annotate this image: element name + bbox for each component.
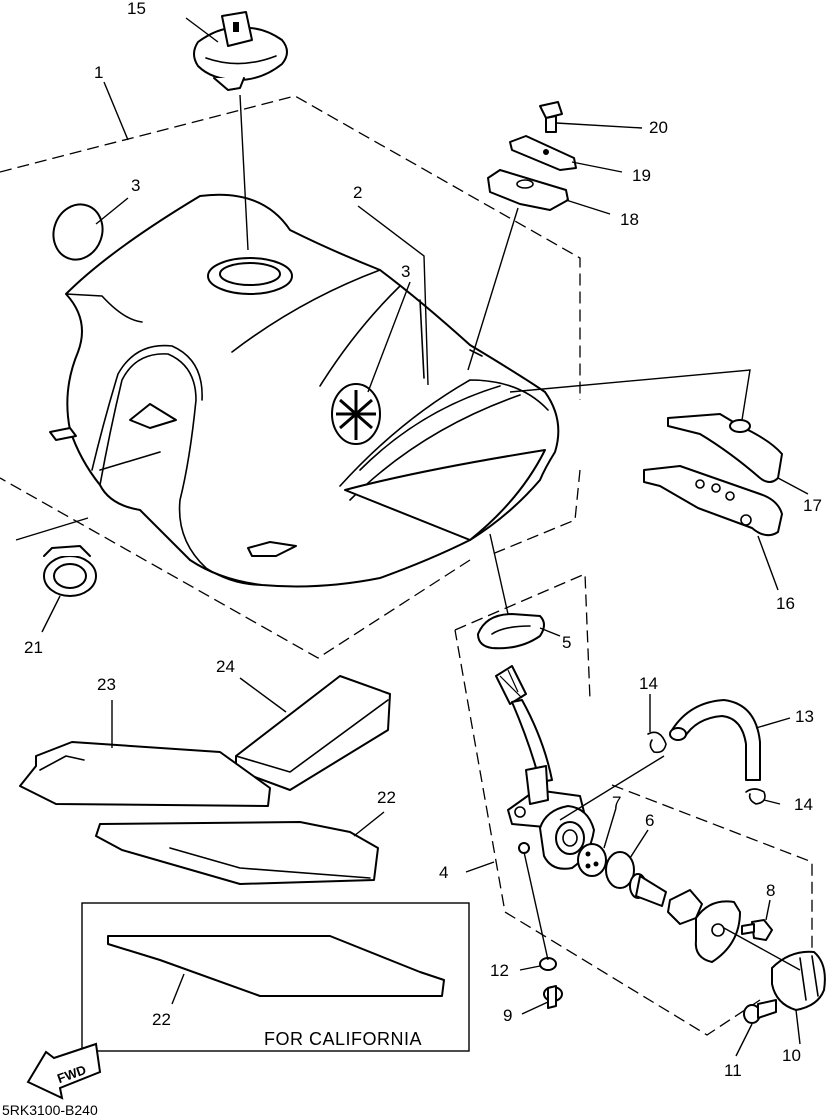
tank-assembly-boundary bbox=[0, 95, 581, 659]
forward-arrow-icon: FWD bbox=[26, 1042, 102, 1100]
california-inset-box bbox=[81, 902, 470, 1052]
fuel-hose-part bbox=[671, 699, 761, 781]
callout-10: 10 bbox=[782, 1046, 801, 1065]
fuel-cock-gasket-part bbox=[477, 613, 545, 650]
california-caption: FOR CALIFORNIA bbox=[264, 1029, 422, 1049]
packing-part bbox=[577, 843, 607, 877]
lever-knob-part bbox=[771, 950, 826, 1011]
lever-shaft-part bbox=[629, 873, 703, 925]
callout-19: 19 bbox=[632, 166, 651, 185]
emblem-part-loose bbox=[52, 203, 104, 261]
callout-11: 11 bbox=[724, 1061, 742, 1080]
mount-bracket-part bbox=[643, 465, 783, 537]
drawing-code: 5RK3100-B240 bbox=[2, 1102, 98, 1118]
callout-20: 20 bbox=[649, 118, 668, 137]
seal-damper-part-california bbox=[107, 935, 445, 997]
callout-14-upper: 14 bbox=[639, 674, 658, 693]
seal-damper-part bbox=[95, 821, 379, 885]
fuel-cock-assembly-boundary bbox=[454, 573, 813, 1036]
fuel-cap-part bbox=[193, 11, 288, 91]
knob-screw-part bbox=[743, 999, 777, 1024]
hose-clip-part-b bbox=[745, 788, 766, 805]
callout-5: 5 bbox=[562, 633, 571, 652]
fuel-tank-part bbox=[49, 193, 560, 588]
callout-21: 21 bbox=[24, 638, 43, 657]
callout-3-loose: 3 bbox=[131, 176, 140, 195]
callout-7: 7 bbox=[612, 793, 621, 812]
callout-16: 16 bbox=[776, 594, 795, 613]
fuel-cock-screw-part bbox=[543, 985, 563, 1009]
bolt-part bbox=[539, 101, 563, 133]
leader-lines bbox=[15, 17, 809, 1057]
stay-bracket-part bbox=[667, 413, 783, 483]
callout-4: 4 bbox=[439, 863, 448, 882]
callout-22-main: 22 bbox=[377, 788, 396, 807]
callout-2: 2 bbox=[353, 183, 362, 202]
callout-3-tank: 3 bbox=[401, 262, 410, 281]
callout-9: 9 bbox=[503, 1006, 512, 1025]
screw-part bbox=[741, 919, 773, 941]
lever-plate-part bbox=[694, 900, 741, 963]
callout-13: 13 bbox=[795, 707, 814, 726]
damper-pad-part bbox=[235, 675, 391, 791]
callout-12: 12 bbox=[490, 961, 509, 980]
callout-8: 8 bbox=[766, 881, 775, 900]
callout-labels: 1 2 3 3 4 5 6 7 8 9 10 11 12 13 14 14 15… bbox=[24, 0, 822, 1080]
fuel-cock-part bbox=[495, 665, 595, 870]
callout-6: 6 bbox=[645, 811, 654, 830]
o-ring-part bbox=[605, 851, 635, 889]
callout-17: 17 bbox=[803, 496, 822, 515]
hose-clip-part-a bbox=[647, 731, 667, 754]
callout-24: 24 bbox=[216, 657, 235, 676]
callout-15: 15 bbox=[127, 0, 146, 18]
side-damper-part bbox=[19, 741, 271, 807]
grommet-part bbox=[43, 545, 97, 597]
callout-22-california: 22 bbox=[152, 1010, 171, 1029]
callout-1: 1 bbox=[94, 63, 103, 82]
callout-23: 23 bbox=[97, 675, 116, 694]
damper-part bbox=[487, 169, 569, 211]
callout-14-lower: 14 bbox=[794, 795, 813, 814]
callout-18: 18 bbox=[620, 210, 639, 229]
bracket-part bbox=[509, 135, 577, 171]
